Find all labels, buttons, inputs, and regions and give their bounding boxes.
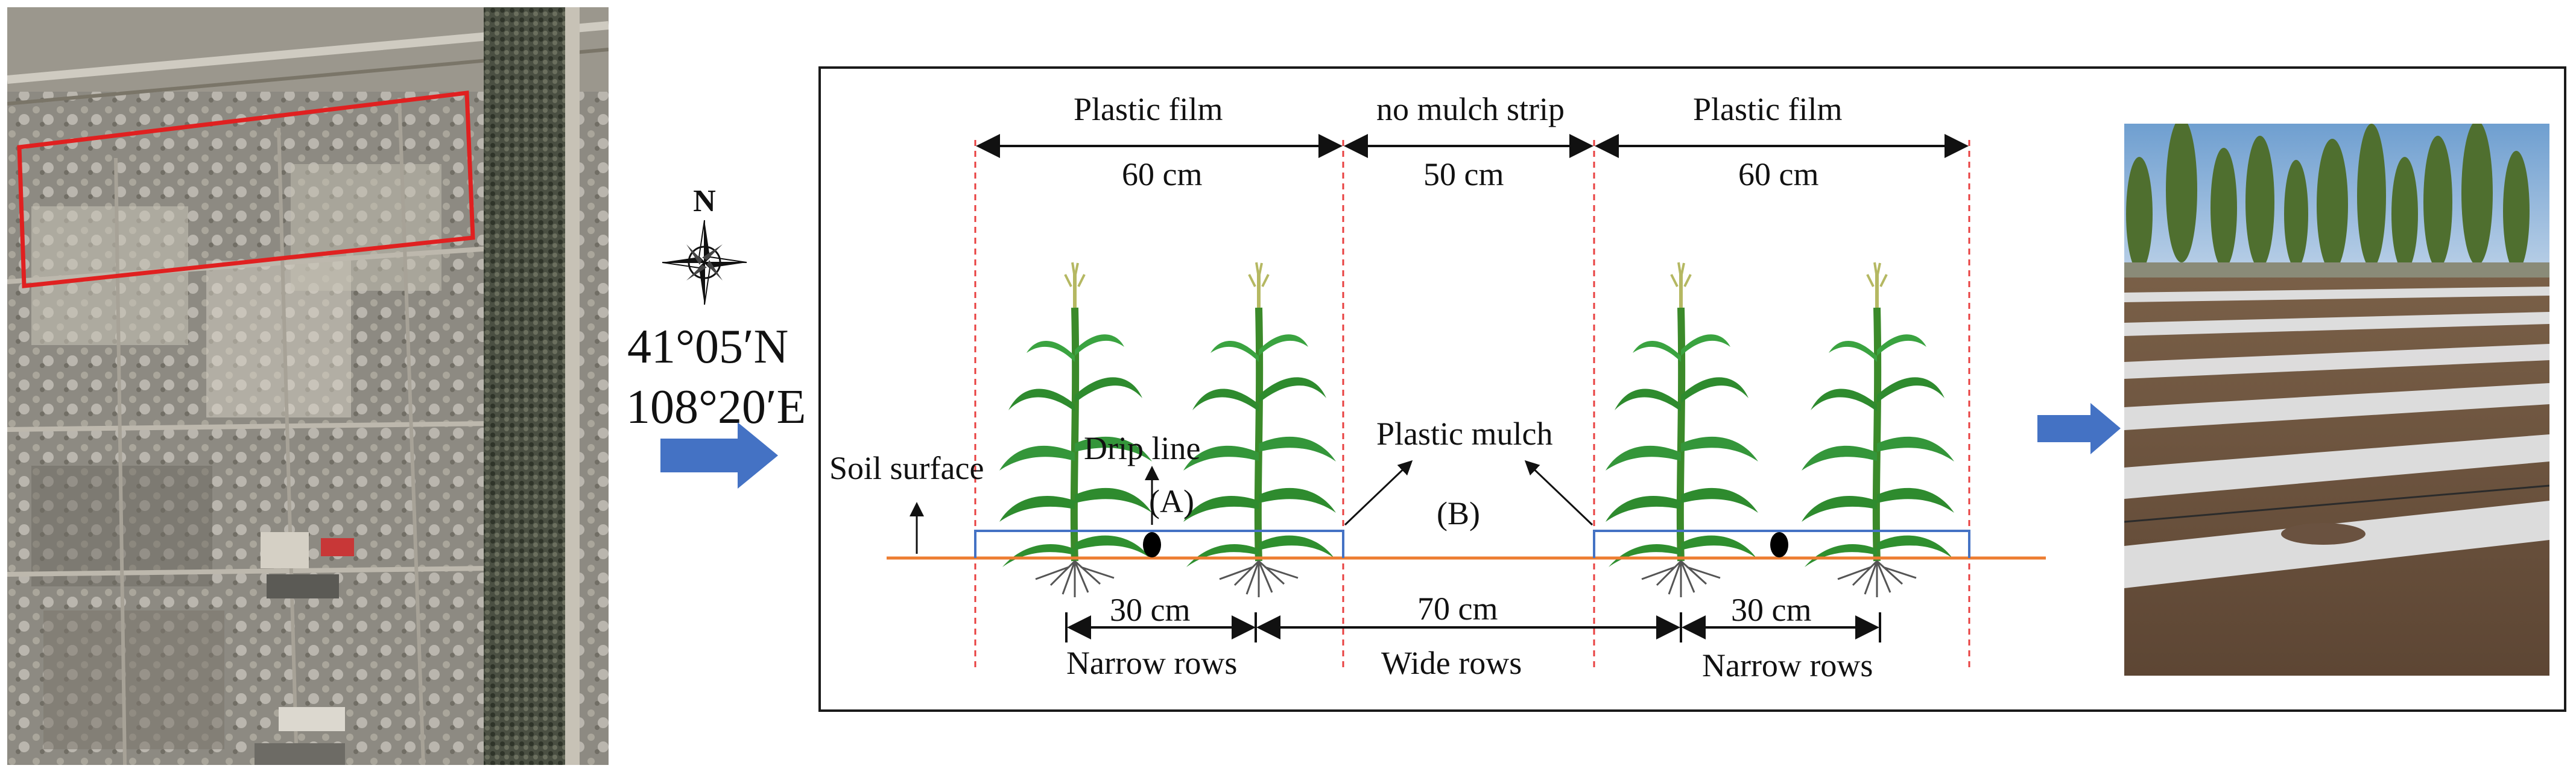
maize-plant-icon [1606, 262, 1758, 597]
spacing-distance: 70 cm [1417, 591, 1498, 627]
drip-emitter-icon [1770, 532, 1788, 557]
compass-rose-icon: N [662, 184, 747, 305]
latitude-text: 41°05′N [627, 320, 789, 373]
spacing-distance: 30 cm [1731, 592, 1812, 628]
marker-b: (B) [1437, 495, 1480, 531]
row-type-label: Narrow rows [1702, 647, 1873, 684]
drip-line-label: Drip line [1084, 430, 1201, 466]
mulch-pointer [1344, 460, 1413, 526]
north-label: N [693, 184, 716, 218]
mulch-layout-diagram [818, 66, 2566, 712]
zone-label: no mulch strip [1376, 91, 1565, 127]
soil-surface-label: Soil surface [829, 450, 984, 486]
zone-width: 60 cm [1122, 156, 1203, 192]
drip-emitter-icon [1143, 532, 1161, 557]
zone-label: Plastic film [1693, 91, 1843, 127]
right-arrow-icon [660, 422, 778, 489]
row-type-label: Narrow rows [1066, 645, 1238, 681]
location-panel: N 41°05′N 108°20′E [621, 181, 820, 452]
study-area-outline [17, 90, 475, 288]
spacing-distance: 30 cm [1110, 592, 1191, 628]
zone-width: 60 cm [1738, 156, 1819, 192]
longitude-text: 108°20′E [626, 381, 806, 434]
mulch-pointer [1524, 460, 1593, 526]
maize-plant-icon [1183, 262, 1336, 597]
plastic-mulch-label: Plastic mulch [1376, 416, 1553, 452]
zone-label: Plastic film [1074, 91, 1223, 127]
field-photo [2124, 124, 2549, 676]
marker-a: (A) [1149, 483, 1194, 519]
satellite-image [7, 7, 609, 765]
row-type-label: Wide rows [1381, 645, 1522, 681]
zone-width: 50 cm [1423, 156, 1504, 192]
right-arrow-icon [2037, 403, 2121, 454]
maize-plant-icon [1802, 262, 1954, 597]
mulch-film-right [1593, 530, 1970, 558]
mulch-film-left [974, 530, 1344, 558]
